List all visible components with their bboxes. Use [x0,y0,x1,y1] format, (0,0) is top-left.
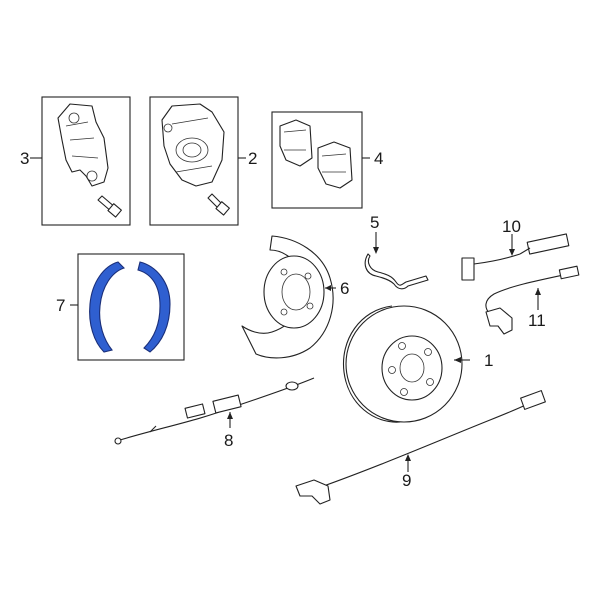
callout-10: 10 [502,217,521,236]
pad-right [317,141,353,189]
part-1-rotor[interactable] [342,305,470,423]
sensor-9-head [295,479,331,505]
shoe-left [89,261,126,353]
callout-9: 9 [402,471,411,490]
callout-3: 3 [20,149,29,168]
part-4-box [271,111,363,209]
callout-2: 2 [248,149,257,168]
part-3-caliper-bracket[interactable] [30,96,131,226]
callout-8: 8 [224,431,233,450]
part-7-box [77,253,185,361]
part-2-caliper[interactable] [149,96,246,226]
pad-left [279,119,313,167]
part-2-box [149,96,239,226]
cable-sleeve-2 [212,394,242,414]
clip-body [364,253,429,290]
callout-11: 11 [528,311,546,330]
callout-6: 6 [340,279,349,298]
part-6-dust-shield[interactable] [241,235,336,359]
bracket-body [57,103,109,187]
shoe-right [137,261,171,353]
sensor-9-plug [520,390,546,410]
part-9-speed-sensor[interactable] [295,390,546,505]
part-10-wear-sensor[interactable] [461,233,570,281]
shield-face [263,255,325,329]
sensor-11-plug [558,265,580,280]
rotor-hat [381,335,443,401]
sensor-10-connector [526,233,570,255]
part-3-box [41,96,131,226]
part-4-brake-pads[interactable] [271,111,370,209]
callout-5: 5 [370,213,379,232]
caliper-body [161,103,225,187]
sensor-10-plug [461,257,475,281]
part-11-wear-sensor[interactable] [485,265,580,335]
part-8-cable[interactable] [114,377,315,445]
cable-sleeve-1 [184,403,206,419]
callout-7: 7 [56,296,65,315]
part-5-clip[interactable] [364,232,429,290]
callout-1: 1 [484,351,493,370]
part-7-parking-brake-shoes[interactable] [70,253,185,361]
callout-4: 4 [374,149,383,168]
sensor-11-bracket [485,307,513,335]
